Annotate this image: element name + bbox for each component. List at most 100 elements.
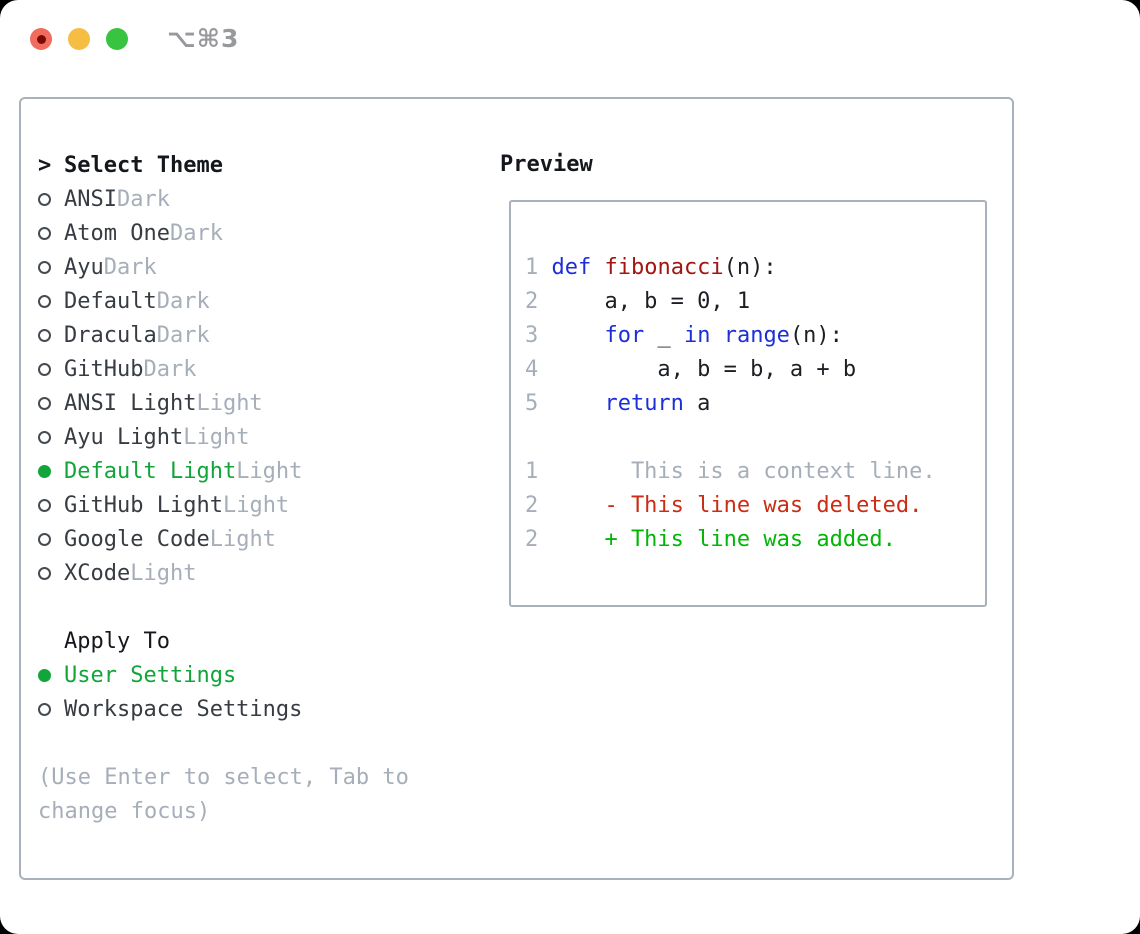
code-token: - This line was deleted.: [551, 493, 923, 518]
theme-item-default-dark[interactable]: Default Dark: [38, 284, 478, 318]
theme-item-variant: Light: [183, 424, 250, 450]
code-token: return: [604, 391, 684, 416]
theme-item-label: ANSI Light: [64, 390, 197, 416]
radio-marker: [38, 498, 64, 512]
code-token: range: [723, 323, 790, 348]
help-text-line: (Use Enter to select, Tab to: [38, 764, 409, 790]
theme-item-variant: Light: [209, 526, 276, 552]
code-token: in: [683, 323, 711, 348]
radio-marker: [38, 328, 64, 342]
radio-icon: [38, 532, 51, 546]
line-number: 2: [525, 527, 539, 552]
theme-item-ansi-dark[interactable]: ANSI Dark: [38, 182, 478, 216]
radio-selected-icon: [38, 668, 51, 682]
code-token: This is a context line.: [551, 459, 936, 484]
line-number: 2: [525, 493, 539, 518]
radio-icon: [38, 362, 51, 376]
line-number: 4: [525, 357, 539, 382]
theme-item-variant: Dark: [116, 186, 170, 212]
code-token: a: [683, 391, 711, 416]
line-number: 1: [525, 459, 539, 484]
theme-item-xcode-light[interactable]: XCode Light: [38, 556, 478, 590]
theme-item-variant: Light: [196, 390, 263, 416]
preview-line: 2 - This line was deleted.: [525, 489, 985, 523]
theme-item-atom-one-dark[interactable]: Atom One Dark: [38, 216, 478, 250]
theme-item-dracula-dark[interactable]: Dracula Dark: [38, 318, 478, 352]
line-number: 1: [525, 255, 539, 280]
preview-line: 2 + This line was added.: [525, 523, 985, 557]
theme-item-label: Default: [64, 288, 157, 314]
apply-option-label: Workspace Settings: [64, 696, 303, 722]
titlebar: ⌥⌘3: [0, 0, 1140, 70]
radio-icon: [38, 396, 51, 410]
code-token: _: [644, 323, 684, 348]
prompt-icon: >: [38, 152, 52, 178]
preview-line: 1 This is a context line.: [525, 455, 985, 489]
radio-marker: [38, 192, 64, 206]
apply-option-workspace-settings[interactable]: Workspace Settings: [38, 692, 478, 726]
radio-icon: [38, 226, 51, 240]
theme-item-ansi-light-light[interactable]: ANSI Light Light: [38, 386, 478, 420]
prompt-marker: >: [38, 153, 64, 178]
code-token: [591, 255, 604, 280]
line-number: 3: [525, 323, 539, 348]
close-button[interactable]: [30, 28, 52, 50]
theme-item-label: Google Code: [64, 526, 210, 552]
minimize-button[interactable]: [68, 28, 90, 50]
code-token: (n):: [723, 255, 777, 280]
spacer: [38, 590, 478, 624]
radio-icon: [38, 260, 51, 274]
theme-item-default-light-light[interactable]: Default Light Light: [38, 454, 478, 488]
line-number: 5: [525, 391, 539, 416]
theme-item-github-dark[interactable]: GitHub Dark: [38, 352, 478, 386]
preview-line: 5 return a: [525, 387, 985, 421]
theme-item-ayu-dark[interactable]: Ayu Dark: [38, 250, 478, 284]
select-theme-header: >Select Theme: [38, 148, 478, 182]
line-number: 2: [525, 289, 539, 314]
radio-marker: [38, 226, 64, 240]
spacer: [38, 726, 478, 760]
theme-item-variant: Dark: [156, 288, 210, 314]
theme-item-variant: Dark: [143, 356, 197, 382]
radio-icon: [38, 192, 51, 206]
radio-icon: [38, 328, 51, 342]
theme-item-label: Default Light: [64, 458, 237, 484]
theme-item-label: Ayu Light: [64, 424, 184, 450]
preview-line: 3 for _ in range(n):: [525, 319, 985, 353]
radio-marker: [38, 430, 64, 444]
zoom-button[interactable]: [106, 28, 128, 50]
code-token: + This line was added.: [551, 527, 896, 552]
code-token: [551, 391, 604, 416]
radio-icon: [38, 294, 51, 308]
preview-line: 2 a, b = 0, 1: [525, 285, 985, 319]
theme-item-google-code-light[interactable]: Google Code Light: [38, 522, 478, 556]
window-title-shortcut: ⌥⌘3: [167, 24, 240, 53]
theme-item-github-light-light[interactable]: GitHub Light Light: [38, 488, 478, 522]
radio-icon: [38, 566, 51, 580]
apply-option-user-settings[interactable]: User Settings: [38, 658, 478, 692]
radio-marker: [38, 464, 64, 478]
preview-title: Preview: [500, 152, 593, 177]
theme-item-label: Atom One: [64, 220, 170, 246]
theme-item-label: ANSI: [64, 186, 117, 212]
code-token: for: [604, 323, 645, 348]
code-token: a, b = 0, 1: [551, 289, 751, 314]
theme-item-variant: Dark: [169, 220, 223, 246]
preview-line: [525, 421, 985, 455]
theme-item-label: GitHub Light: [64, 492, 223, 518]
code-token: fibonacci: [604, 255, 724, 280]
theme-item-variant: Light: [236, 458, 303, 484]
radio-marker: [38, 362, 64, 376]
theme-item-ayu-light-light[interactable]: Ayu Light Light: [38, 420, 478, 454]
radio-marker: [38, 396, 64, 410]
help-text-line: change focus): [38, 798, 211, 824]
radio-marker: [38, 702, 64, 716]
theme-item-label: Ayu: [64, 254, 104, 280]
code-token: a, b = b, a + b: [551, 357, 857, 382]
